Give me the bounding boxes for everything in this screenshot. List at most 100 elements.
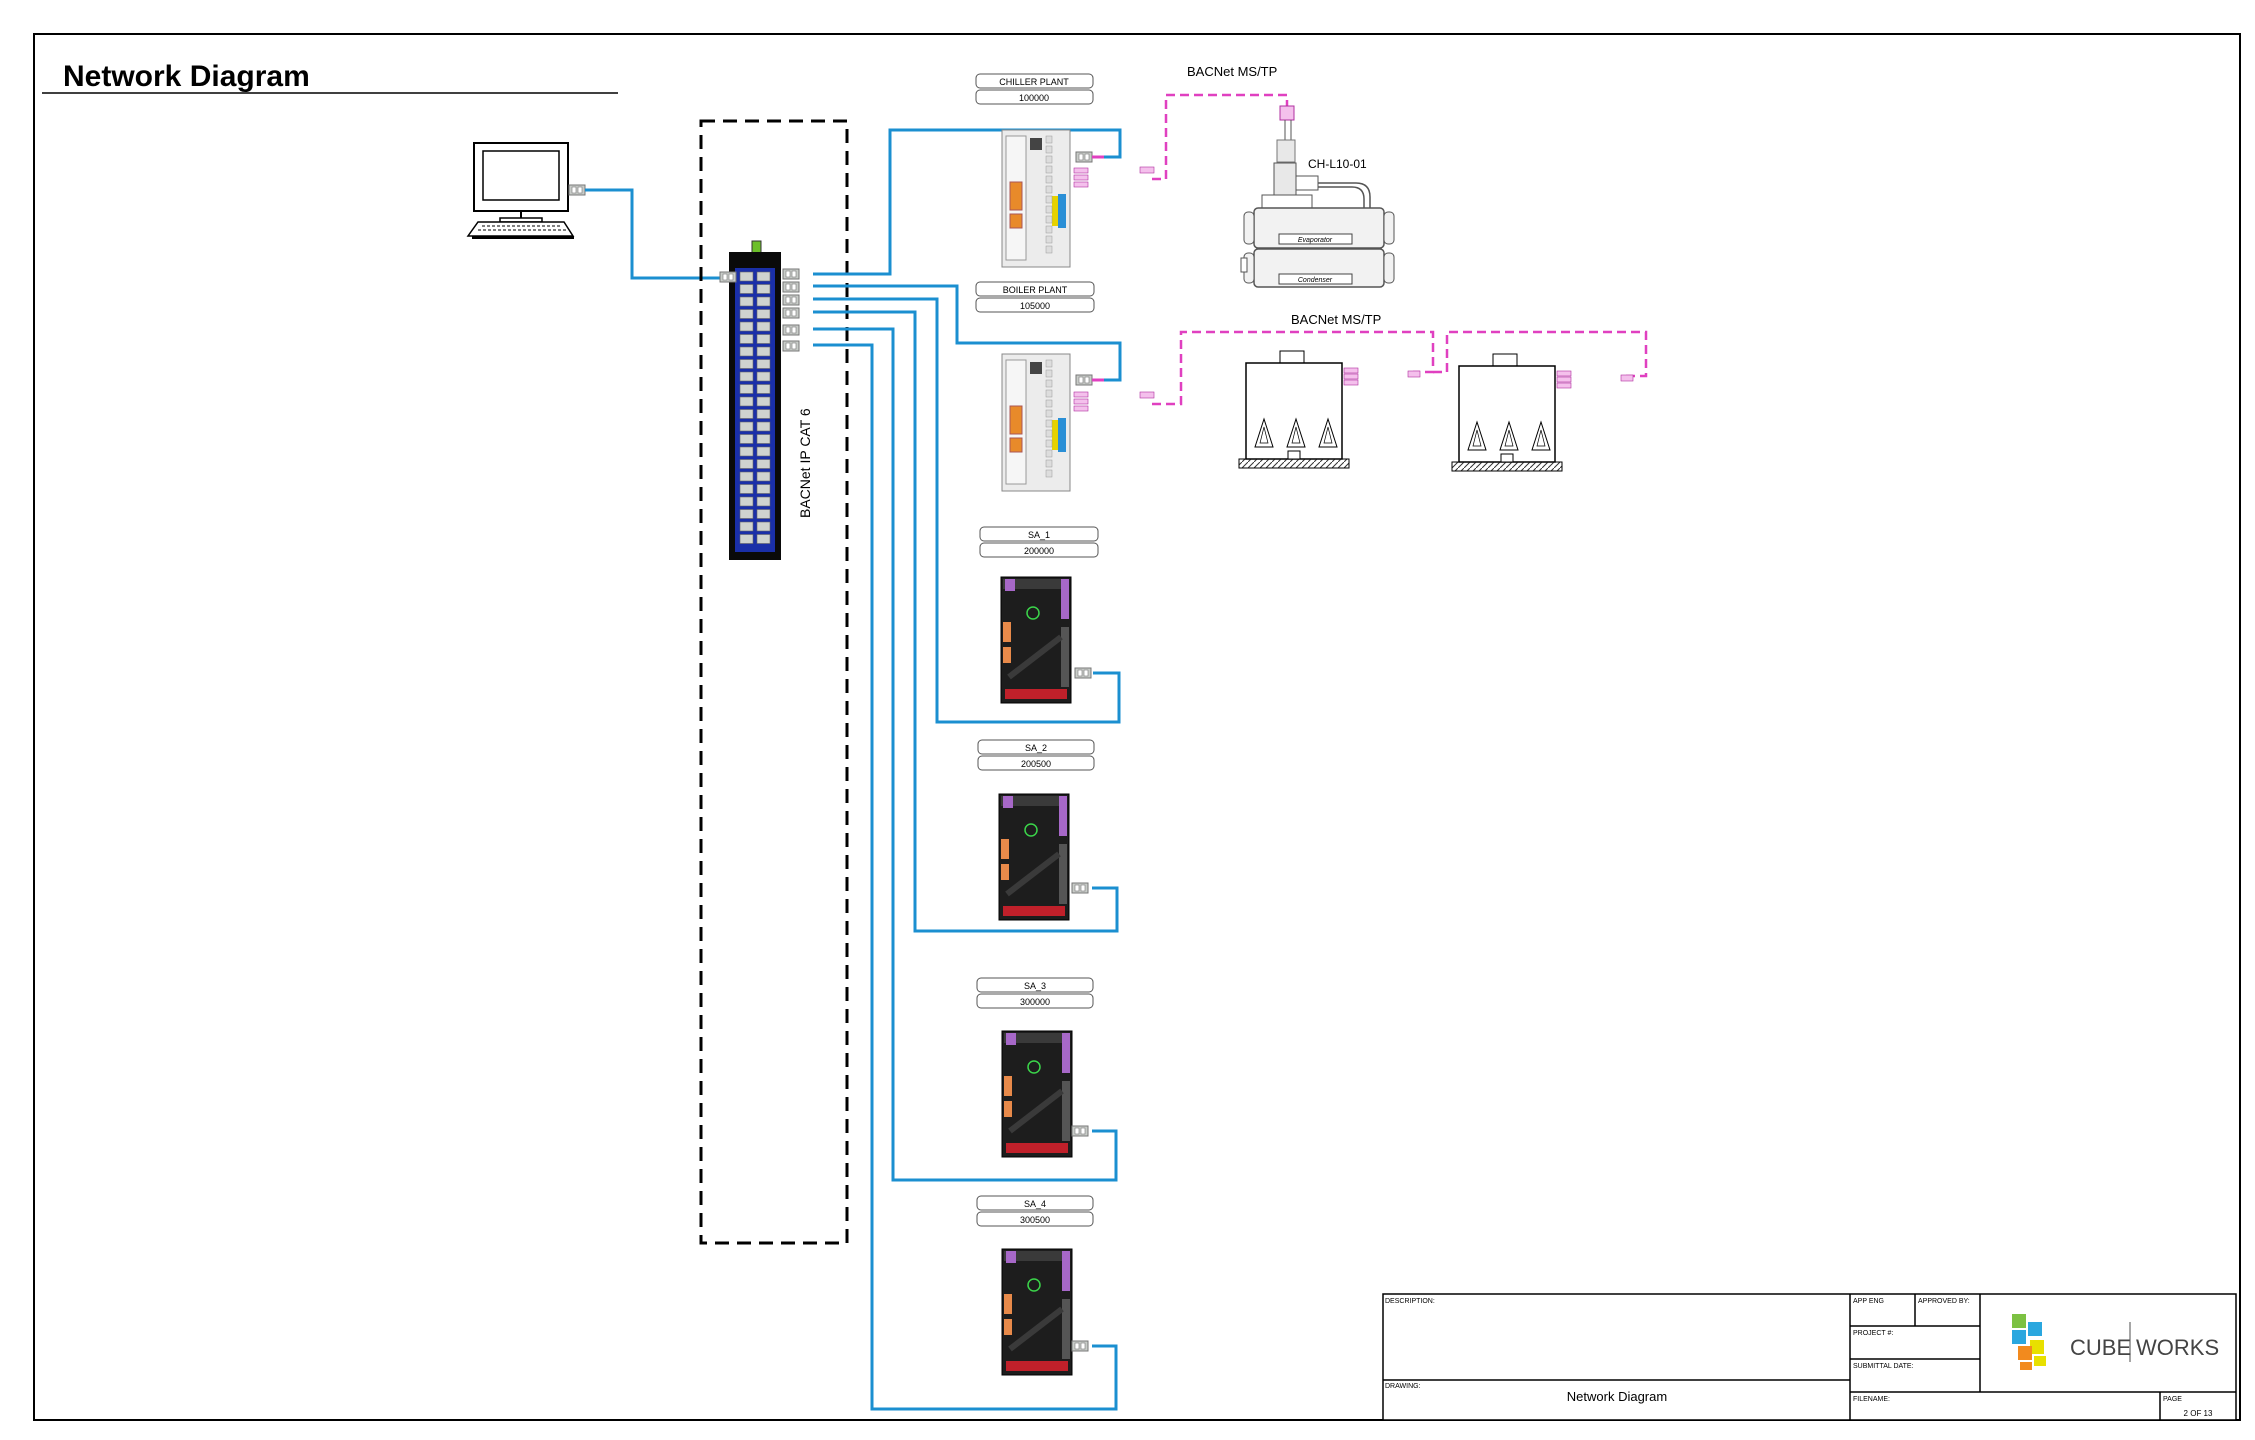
controller-address: 300000 <box>1020 997 1050 1007</box>
switch-port <box>756 396 771 407</box>
ethernet-cable <box>585 188 720 280</box>
switch-port <box>739 296 754 307</box>
chiller-plant-controller <box>1001 129 1155 268</box>
switch-port <box>756 434 771 444</box>
sa-controller <box>1000 576 1092 704</box>
switch-port <box>739 446 754 457</box>
boiler-plant-controller <box>1001 353 1155 492</box>
network-boundary <box>699 119 849 1245</box>
switch-port <box>739 409 754 419</box>
switch-port <box>739 496 754 507</box>
controller-ethernet-port <box>1075 374 1093 386</box>
page-value: 2 OF 13 <box>2184 1409 2213 1418</box>
switch-port <box>756 471 771 482</box>
controller-ethernet-port <box>1071 1340 1089 1352</box>
switch-uplink-port <box>719 271 737 283</box>
project-label: PROJECT #: <box>1853 1330 1893 1337</box>
switch-port <box>739 346 754 357</box>
filename-label: FILENAME: <box>1853 1396 1890 1403</box>
switch-port <box>782 294 800 306</box>
sa-controller <box>1001 1030 1089 1158</box>
submittal-date-label: SUBMITTAL DATE: <box>1853 1363 1914 1370</box>
cubeworks-logo <box>2012 1314 2131 1370</box>
controller-label-boiler-plant: BOILER PLANT 105000 <box>975 281 1095 313</box>
switch-port <box>739 396 754 407</box>
switch-port <box>739 334 754 344</box>
mstp-label: BACNet MS/TP <box>1291 312 1381 327</box>
page-title: Network Diagram <box>63 60 310 93</box>
switch-port <box>756 521 771 532</box>
chiller-unit <box>1240 105 1395 288</box>
switch-port <box>756 321 771 332</box>
switch-port <box>756 509 771 519</box>
switch-port <box>756 534 771 544</box>
switch-port <box>756 421 771 432</box>
controller-name: SA_3 <box>1024 981 1046 991</box>
switch-port <box>756 271 771 282</box>
drawing-label: DRAWING: <box>1385 1383 1421 1390</box>
ethernet-cables <box>813 128 1122 1411</box>
switch-port <box>756 446 771 457</box>
logo-text-right: WORKS <box>2136 1335 2219 1360</box>
controller-address: 105000 <box>1020 301 1050 311</box>
controller-name: BOILER PLANT <box>1003 285 1068 295</box>
condenser-label: Condenser <box>1298 277 1333 284</box>
controller-label-sa-2: SA_2 200500 <box>977 739 1095 771</box>
switch-port <box>739 271 754 282</box>
switch-port <box>756 409 771 419</box>
controller-ethernet-port <box>1074 667 1092 679</box>
switch-port <box>782 324 800 336</box>
chiller-tag: CH-L10-01 <box>1308 157 1367 171</box>
switch-port <box>739 459 754 469</box>
switch-port <box>739 471 754 482</box>
controller-name: SA_1 <box>1028 530 1050 540</box>
boiler-unit <box>1238 350 1421 469</box>
controller-name: CHILLER PLANT <box>999 77 1069 87</box>
switch-port <box>756 484 771 494</box>
switch-port <box>739 371 754 382</box>
switch-port <box>739 359 754 369</box>
controller-address: 200500 <box>1021 759 1051 769</box>
mstp-label: BACNet MS/TP <box>1187 64 1277 79</box>
controller-ethernet-port <box>1075 151 1093 163</box>
description-label: DESCRIPTION: <box>1385 1298 1435 1305</box>
page-label: PAGE <box>2163 1396 2182 1403</box>
switch-port <box>756 496 771 507</box>
drawing-value: Network Diagram <box>1567 1389 1667 1404</box>
switch-port <box>782 281 800 293</box>
switch-port <box>739 421 754 432</box>
switch-port <box>739 509 754 519</box>
switch-port <box>756 334 771 344</box>
controller-label-sa-3: SA_3 300000 <box>976 977 1094 1009</box>
mstp-bus <box>1152 93 1648 406</box>
controller-address: 100000 <box>1019 93 1049 103</box>
controller-label-chiller-plant: CHILLER PLANT 100000 <box>975 73 1094 105</box>
logo-text-left: CUBE <box>2070 1335 2131 1360</box>
controller-label-sa-1: SA_1 200000 <box>979 526 1099 558</box>
switch-port <box>739 434 754 444</box>
switch-port <box>756 309 771 319</box>
switch-port <box>782 307 800 319</box>
switch-port <box>739 309 754 319</box>
boiler-unit <box>1451 353 1634 472</box>
switch-ports <box>782 268 800 352</box>
controller-name: SA_4 <box>1024 1199 1046 1209</box>
switch-port <box>756 384 771 394</box>
switch-port <box>739 284 754 294</box>
evaporator-label: Evaporator <box>1298 237 1333 244</box>
controller-label-sa-4: SA_4 300500 <box>976 1195 1094 1227</box>
switch-port <box>756 284 771 294</box>
switch-port <box>756 371 771 382</box>
title-block <box>1382 1293 2237 1421</box>
switch-port <box>756 346 771 357</box>
sa-controller <box>998 793 1089 921</box>
switch-port <box>739 484 754 494</box>
controller-name: SA_2 <box>1025 743 1047 753</box>
approved-by-label: APPROVED BY: <box>1918 1298 1970 1305</box>
sa-controller <box>1001 1248 1089 1376</box>
app-eng-label: APP ENG <box>1853 1298 1884 1305</box>
network-switch <box>729 240 781 560</box>
switch-port <box>782 268 800 280</box>
switch-label: BACNet IP CAT 6 <box>797 408 813 518</box>
